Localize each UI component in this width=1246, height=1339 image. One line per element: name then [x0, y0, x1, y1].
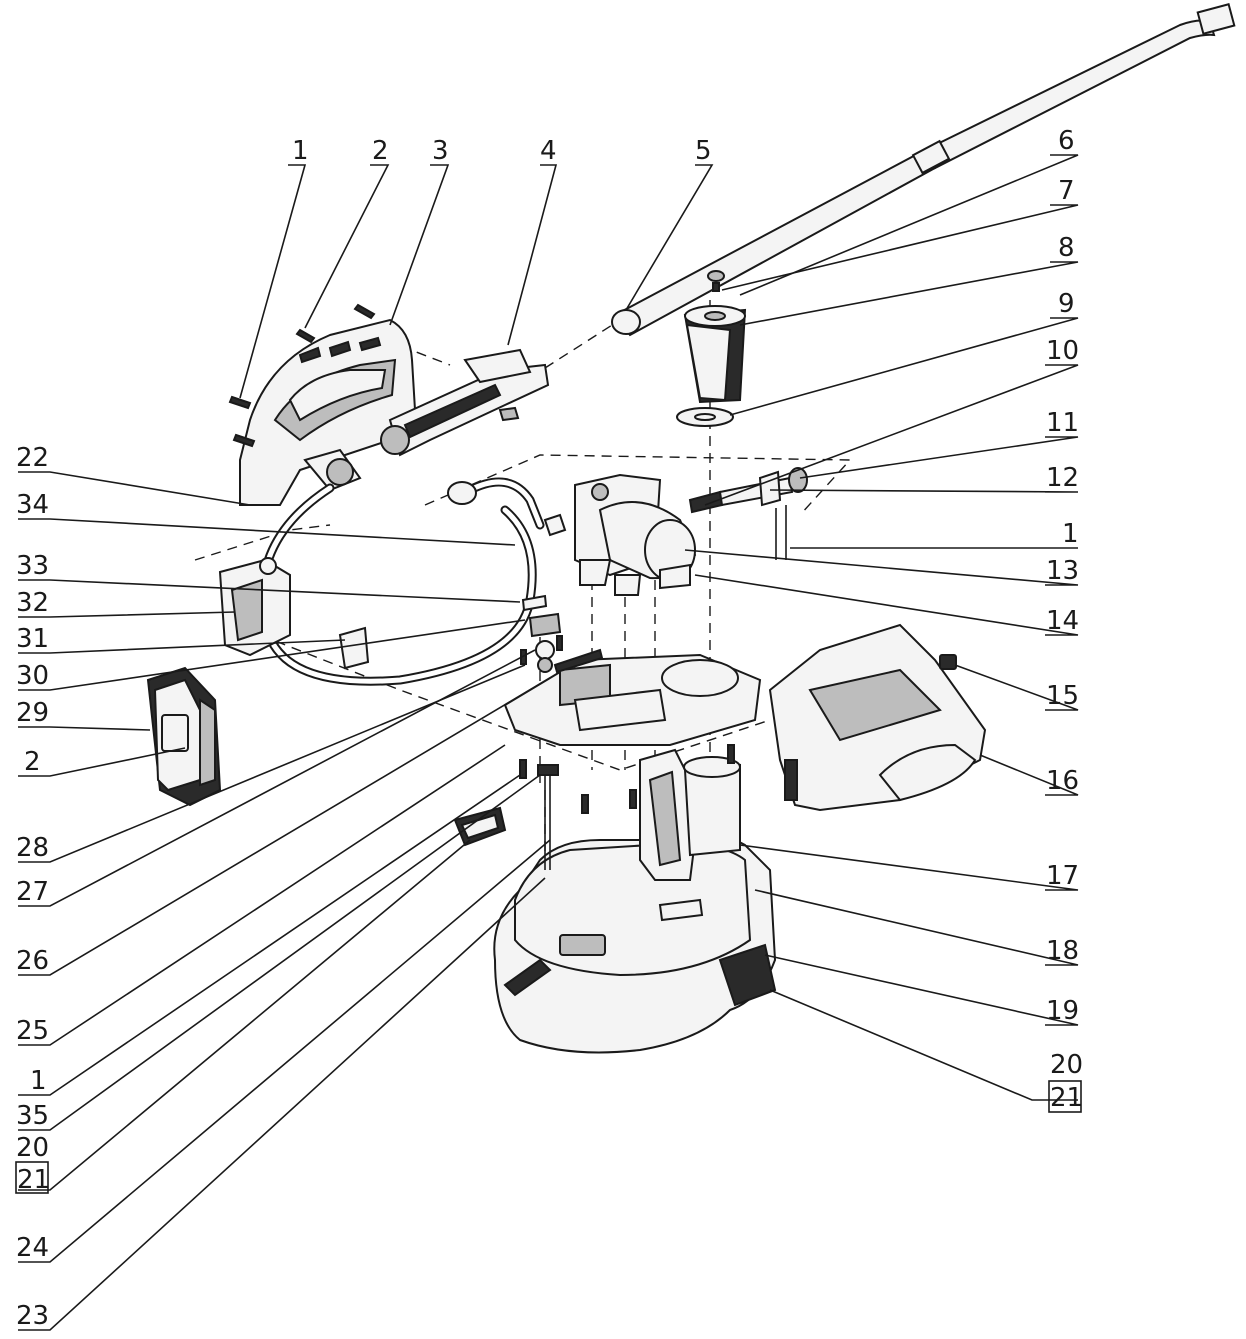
- callout-box-21-right: [1048, 1080, 1082, 1113]
- callout-label: 14: [1046, 606, 1079, 636]
- callout-label: 10: [1046, 336, 1079, 366]
- spray-lance: [611, 3, 1236, 337]
- callout-label: 16: [1046, 766, 1079, 796]
- callout-label: 5: [695, 136, 712, 166]
- valve-small-parts: [520, 594, 563, 673]
- callout-label: 4: [540, 136, 557, 166]
- callout-label: 2: [372, 136, 389, 166]
- callout-label: 7: [1058, 176, 1075, 206]
- callout-label: 1: [292, 136, 309, 166]
- tank-body: [453, 748, 777, 1054]
- callout-label: 20: [16, 1133, 49, 1163]
- callout-label: 2: [24, 747, 41, 777]
- callout-label: 3: [432, 136, 449, 166]
- base-plate: [503, 648, 762, 746]
- filter-cup: [676, 270, 747, 427]
- callout-label: 15: [1046, 681, 1079, 711]
- callout-label: 11: [1046, 408, 1079, 438]
- callout-label: 23: [16, 1301, 49, 1331]
- callout-label: 21: [1050, 1083, 1083, 1113]
- side-cover: [768, 623, 987, 812]
- pressure-fittings: [688, 467, 808, 560]
- callout-label: 1: [1062, 519, 1079, 549]
- callout-label: 26: [16, 946, 49, 976]
- battery-mount: [218, 557, 370, 670]
- callout-label: 32: [16, 588, 49, 618]
- battery-pack: [146, 666, 222, 807]
- callout-label: 29: [16, 698, 49, 728]
- callout-label: 21: [17, 1165, 50, 1195]
- callout-label: 35: [16, 1101, 49, 1131]
- callout-label: 1: [30, 1066, 47, 1096]
- callout-label: 12: [1046, 463, 1079, 493]
- callout-label: 19: [1046, 996, 1079, 1026]
- leader-lines: [18, 154, 1079, 1331]
- hose: [258, 477, 545, 686]
- callout-label: 22: [16, 443, 49, 473]
- callout-label: 34: [16, 490, 49, 520]
- callout-label: 28: [16, 833, 49, 863]
- callout-label: 33: [16, 551, 49, 581]
- handle-screws: [228, 303, 376, 448]
- callout-label: 9: [1058, 289, 1075, 319]
- callout-label: 18: [1046, 936, 1079, 966]
- handle-assembly: [239, 318, 550, 506]
- callout-box-21-left: [15, 1161, 49, 1194]
- callout-labels: 1 2 3 4 5 6 7 8 9 10 11 12 1 13 14 15 16…: [16, 126, 1083, 1331]
- callout-label: 24: [16, 1233, 49, 1263]
- callout-label: 20: [1050, 1050, 1083, 1080]
- callout-label: 17: [1046, 861, 1079, 891]
- callout-label: 27: [16, 877, 49, 907]
- callout-label: 8: [1058, 233, 1075, 263]
- callout-label: 6: [1058, 126, 1075, 156]
- callout-label: 25: [16, 1016, 49, 1046]
- callout-label: 30: [16, 661, 49, 691]
- callout-label: 31: [16, 624, 49, 654]
- callout-label: 13: [1046, 556, 1079, 586]
- pump-motor: [543, 473, 697, 596]
- base-screws: [519, 744, 735, 814]
